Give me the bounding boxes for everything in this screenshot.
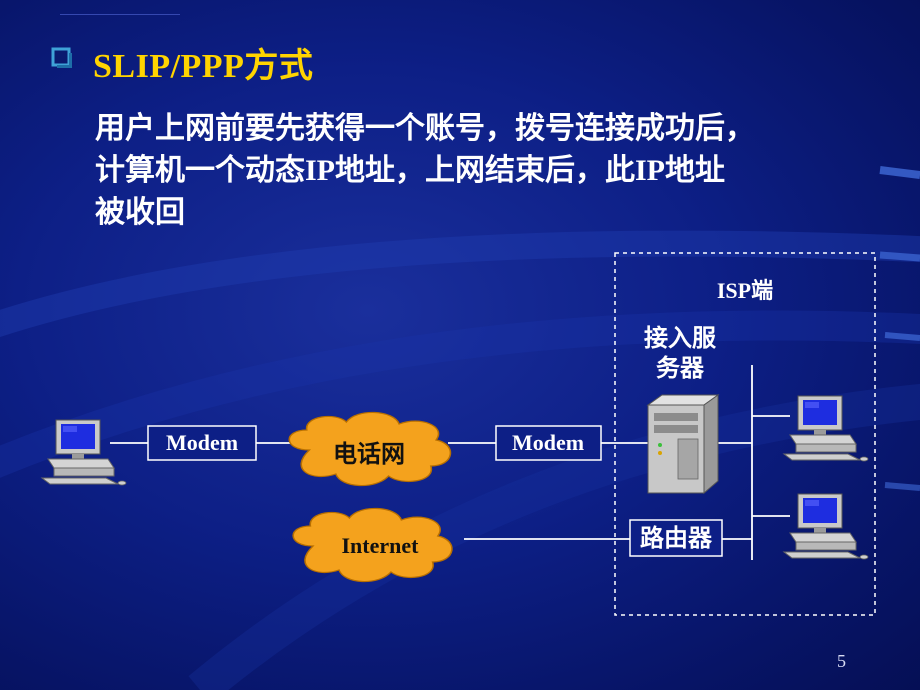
modem-right-box xyxy=(495,425,602,461)
modem-right-label: Modem xyxy=(512,430,584,455)
connection-lines xyxy=(110,365,790,560)
modem-left-label: Modem xyxy=(166,430,238,455)
body-line-1: 用户上网前要先获得一个账号，拨号连接成功后， xyxy=(95,112,755,145)
isp-boundary xyxy=(614,252,876,616)
internet-label: Internet xyxy=(342,533,420,558)
page-number: 5 xyxy=(837,651,846,671)
body-line-3: 被收回 xyxy=(95,196,185,229)
server-icon xyxy=(646,394,720,495)
slide-title: SLIP/PPP方式 xyxy=(93,48,314,85)
router-label: 路由器 xyxy=(640,524,713,552)
body-line-2: 计算机一个动态IP地址，上网结束后，此IP地址 xyxy=(95,154,725,187)
access-server-label-2: 务器 xyxy=(656,354,705,382)
isp-label: ISP端 xyxy=(717,278,773,303)
computer-icon xyxy=(783,395,869,462)
checkbox-bullet-icon xyxy=(51,47,72,68)
router-box xyxy=(629,519,723,557)
computer-icon xyxy=(41,419,127,486)
computer-icon xyxy=(783,493,869,560)
access-server-label-1: 接入服 xyxy=(644,325,717,352)
phone-network-label: 电话网 xyxy=(333,441,405,468)
slide-body: 用户上网前要先获得一个账号，拨号连接成功后， 计算机一个动态IP地址，上网结束后… xyxy=(95,108,885,234)
top-decoration-line xyxy=(60,14,180,15)
modem-left-box xyxy=(147,425,257,461)
